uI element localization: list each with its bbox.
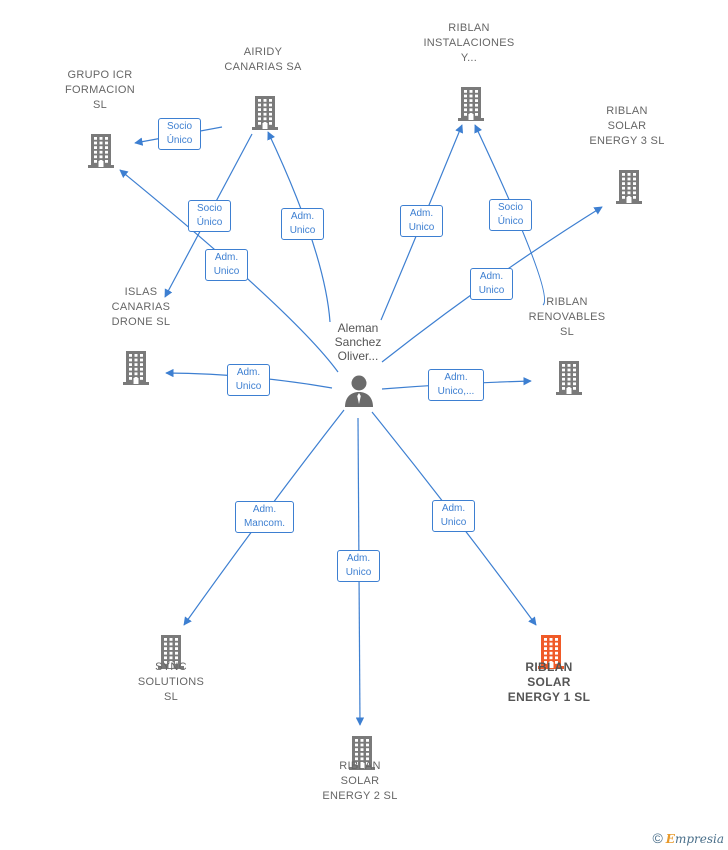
node-label-airidy[interactable]: AIRIDY CANARIAS SA: [224, 46, 302, 73]
footer: ©Empresia: [652, 830, 724, 846]
node-label-sync-solutions[interactable]: SYNC SOLUTIONS SL: [137, 661, 205, 703]
edge-person-grupo: [119, 169, 339, 373]
edge-label-airidy-grupo[interactable]: Socio Único: [158, 118, 201, 150]
brand-initial: E: [665, 832, 675, 846]
edge-renovables-instalaciones: [474, 124, 546, 306]
edge-label-person-solar3[interactable]: Adm. Unico: [470, 268, 513, 300]
edge-label-airidy-islas[interactable]: Socio Único: [188, 200, 231, 232]
edge-label-person-sync[interactable]: Adm. Mancom.: [235, 501, 294, 533]
edge-label-person-islas[interactable]: Adm. Unico: [227, 364, 270, 396]
building-icon[interactable]: [613, 168, 645, 204]
brand-name: mpresia: [674, 832, 724, 846]
building-icon[interactable]: [120, 349, 152, 385]
person-icon[interactable]: [343, 373, 375, 409]
copyright-icon: ©: [652, 830, 663, 846]
node-label-riblan-solar-3[interactable]: RIBLAN SOLAR ENERGY 3 SL: [589, 105, 665, 147]
building-icon[interactable]: [85, 132, 117, 168]
edge-label-person-instalaciones[interactable]: Adm. Unico: [400, 205, 443, 237]
edge-label-person-solar1[interactable]: Adm. Unico: [432, 500, 475, 532]
building-icon[interactable]: [249, 94, 281, 130]
node-label-islas-canarias[interactable]: ISLAS CANARIAS DRONE SL: [111, 286, 171, 328]
building-icon[interactable]: [535, 633, 567, 669]
edge-label-person-solar2[interactable]: Adm. Unico: [337, 550, 380, 582]
edge-label-person-renovables[interactable]: Adm. Unico,...: [428, 369, 484, 401]
building-icon[interactable]: [455, 85, 487, 121]
building-icon[interactable]: [155, 633, 187, 669]
node-label-riblan-solar-1[interactable]: RIBLAN SOLAR ENERGY 1 SL: [507, 660, 591, 704]
node-label-riblan-renovables[interactable]: RIBLAN RENOVABLES SL: [528, 296, 606, 338]
node-label-grupo-icr[interactable]: GRUPO ICR FORMACION SL: [65, 69, 135, 111]
building-icon[interactable]: [346, 734, 378, 770]
edge-label-renovables-instalaciones[interactable]: Socio Único: [489, 199, 532, 231]
node-label-riblan-instalaciones[interactable]: RIBLAN INSTALACIONES Y...: [423, 22, 515, 64]
edge-label-person-grupo[interactable]: Adm. Unico: [205, 249, 248, 281]
node-label-riblan-solar-2[interactable]: RIBLAN SOLAR ENERGY 2 SL: [322, 760, 398, 802]
building-icon[interactable]: [553, 359, 585, 395]
edge-label-person-airidy[interactable]: Adm. Unico: [281, 208, 324, 240]
person-label[interactable]: Aleman Sanchez Oliver...: [334, 321, 382, 363]
